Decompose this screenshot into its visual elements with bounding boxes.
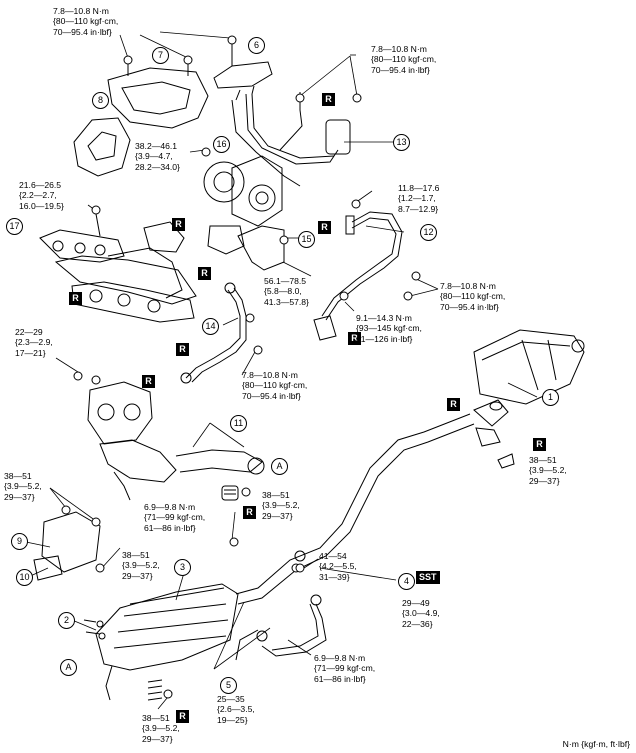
torque-label-22: 22—29 {2.3—2.9, 17—21} bbox=[15, 327, 53, 358]
bracket-9 bbox=[33, 505, 105, 581]
replace-mark: R bbox=[172, 218, 185, 231]
replace-mark: R bbox=[176, 710, 189, 723]
sst-mark: SST bbox=[416, 571, 440, 584]
torque-label-11: 38—51 {3.9—5.2, 29—37} bbox=[262, 490, 300, 521]
torque-label-top-left: 7.8—10.8 N·m {80—110 kgf·cm, 70—95.4 in·… bbox=[53, 6, 119, 37]
callout-8: 8 bbox=[92, 92, 109, 109]
torque-label-12-right: 7.8—10.8 N·m {80—110 kgf·cm, 70—95.4 in·… bbox=[440, 281, 506, 312]
torque-label-14: 7.8—10.8 N·m {80—110 kgf·cm, 70—95.4 in·… bbox=[242, 370, 308, 401]
muffler bbox=[473, 329, 585, 469]
torque-label-5: 25—35 {2.6—3.5, 19—25} bbox=[217, 694, 255, 725]
replace-mark: R bbox=[348, 332, 361, 345]
spring-gasket bbox=[221, 485, 251, 501]
torque-label-17: 21.6—26.5 {2.2—2.7, 16.0—19.5} bbox=[19, 180, 64, 211]
callout-7: 7 bbox=[152, 47, 169, 64]
replace-mark: R bbox=[322, 93, 335, 106]
torque-label-sensor-upper: 6.9—9.8 N·m {71—99 kgf·cm, 61—86 in·lbf} bbox=[144, 502, 206, 533]
replace-mark: R bbox=[447, 398, 460, 411]
callout-10: 10 bbox=[16, 569, 33, 586]
replace-mark: R bbox=[533, 438, 546, 451]
callout-16: 16 bbox=[213, 136, 230, 153]
callout-9: 9 bbox=[11, 533, 28, 550]
bolts-2 bbox=[83, 619, 106, 640]
replace-mark: R bbox=[142, 375, 155, 388]
exhaust-manifold bbox=[39, 205, 197, 323]
replace-mark: R bbox=[318, 221, 331, 234]
torque-label-4: 29—49 {3.0—4.9, 22—36} bbox=[402, 598, 440, 629]
turbocharger bbox=[201, 147, 283, 255]
torque-label-16: 38.2—46.1 {3.9—4.7, 28.2—34.0} bbox=[135, 141, 180, 172]
units-note: N·m {kgf·m, ft·lbf} bbox=[562, 739, 630, 749]
pipe-13 bbox=[231, 85, 362, 187]
callout-a-lower: A bbox=[60, 659, 77, 676]
torque-label-12-top: 11.8—17.6 {1.2—1.7, 8.7—12.9} bbox=[398, 183, 440, 214]
front-catalytic-converter bbox=[73, 371, 265, 501]
replace-mark: R bbox=[176, 343, 189, 356]
callout-1: 1 bbox=[542, 389, 559, 406]
torque-label-15: 56.1—78.5 {5.8—8.0, 41.3—57.8} bbox=[264, 276, 309, 307]
oxygen-sensor-harness bbox=[235, 563, 327, 661]
bracket-15 bbox=[237, 225, 289, 271]
bottom-spring bbox=[147, 679, 173, 701]
callout-13: 13 bbox=[393, 134, 410, 151]
torque-label-bottom: 38—51 {3.9—5.2, 29—37} bbox=[142, 713, 180, 744]
main-catalyst-pipe bbox=[95, 413, 475, 701]
callout-12: 12 bbox=[420, 224, 437, 241]
callout-4: 4 bbox=[398, 573, 415, 590]
replace-mark: R bbox=[198, 267, 211, 280]
bracket-6 bbox=[213, 35, 273, 89]
heat-insulator-7 bbox=[107, 55, 209, 129]
callout-5: 5 bbox=[220, 677, 237, 694]
torque-label-pipe-bracket: 9.1—14.3 N·m {93—145 kgf·cm, 81—126 in·l… bbox=[356, 313, 422, 344]
callout-3: 3 bbox=[174, 559, 191, 576]
torque-label-1: 38—51 {3.9—5.2, 29—37} bbox=[529, 455, 567, 486]
callout-14: 14 bbox=[202, 318, 219, 335]
torque-label-sensor-lower: 6.9—9.8 N·m {71—99 kgf·cm, 61—86 in·lbf} bbox=[314, 653, 376, 684]
torque-label-9: 38—51 {3.9—5.2, 29—37} bbox=[4, 471, 42, 502]
pipe-12 bbox=[313, 199, 421, 341]
torque-label-10: 38—51 {3.9—5.2, 29—37} bbox=[122, 550, 160, 581]
torque-label-top-right: 7.8—10.8 N·m {80—110 kgf·cm, 70—95.4 in·… bbox=[371, 44, 437, 75]
pipe-14 bbox=[180, 282, 263, 384]
callout-17: 17 bbox=[6, 218, 23, 235]
torque-label-pipe-nut: 41—54 {4.2—5.5, 31—39} bbox=[319, 551, 357, 582]
replace-mark: R bbox=[243, 506, 256, 519]
callout-a-upper: A bbox=[271, 458, 288, 475]
callout-15: 15 bbox=[298, 231, 315, 248]
callout-11: 11 bbox=[230, 415, 247, 432]
heat-insulator-8 bbox=[73, 117, 131, 177]
callout-6: 6 bbox=[248, 37, 265, 54]
callout-2: 2 bbox=[58, 612, 75, 629]
replace-mark: R bbox=[69, 292, 82, 305]
